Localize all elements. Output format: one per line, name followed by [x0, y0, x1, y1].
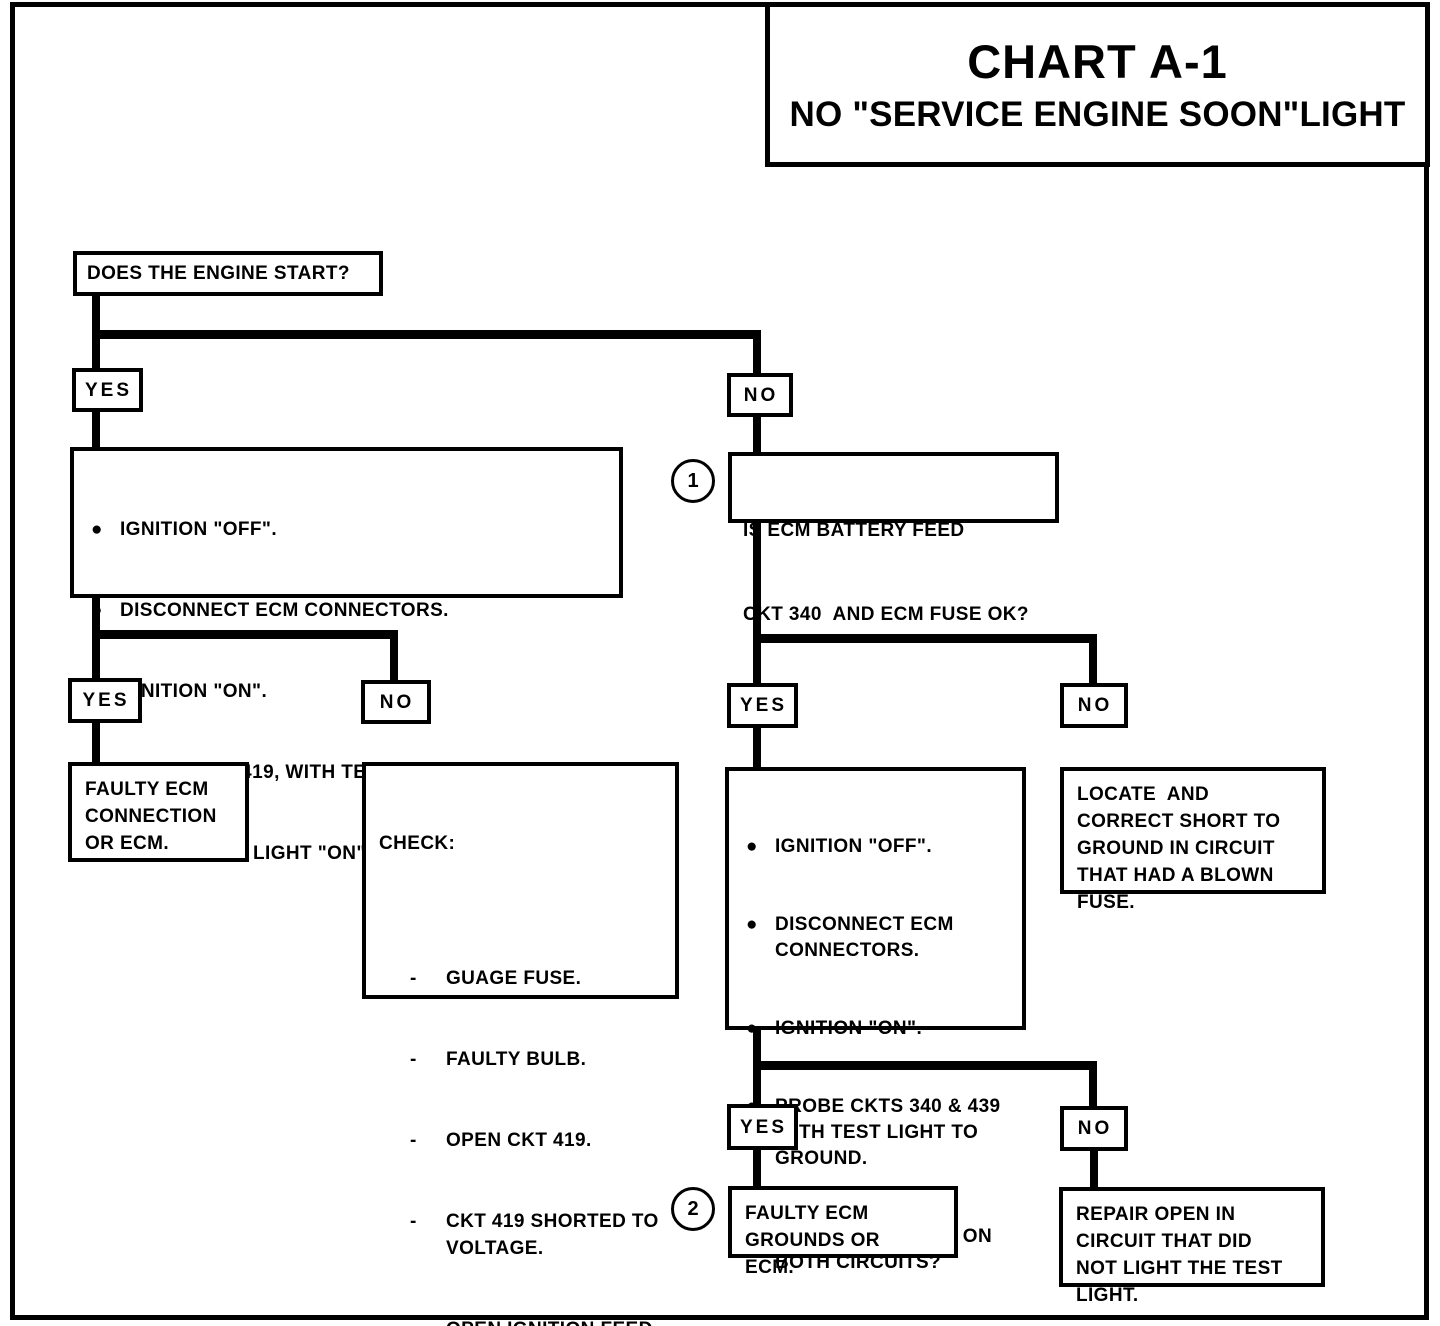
node-faulty-ecm-grounds: FAULTY ECM GROUNDS OR ECM. [728, 1186, 958, 1278]
connector [92, 410, 100, 450]
instruction-line: ● PROBE CKTS 340 & 439 WITH TEST LIGHT T… [729, 1094, 1014, 1172]
check-list-items: - GUAGE FUSE. - FAULTY BULB. - OPEN CKT … [366, 911, 675, 1326]
node-locate-correct-short: LOCATE AND CORRECT SHORT TO GROUND IN CI… [1060, 767, 1326, 913]
connector [753, 1147, 761, 1188]
connector [753, 634, 1097, 643]
chart-subtitle: NO "SERVICE ENGINE SOON"LIGHT [789, 95, 1406, 134]
connector [92, 330, 761, 339]
connector [753, 415, 761, 454]
connector [1089, 642, 1097, 685]
dash-icon: - [410, 1130, 417, 1151]
check-item: - FAULTY BULB. [366, 1046, 675, 1073]
page-border [10, 2, 1429, 1320]
instruction-line: ● IGNITION "ON". [74, 678, 611, 705]
connector [753, 339, 761, 375]
label-no-1: NO [727, 373, 793, 417]
check-item: - GUAGE FUSE. [366, 965, 675, 992]
node-faulty-ecm-connection: FAULTY ECM CONNECTION OR ECM. [68, 762, 249, 862]
node-check-list: CHECK: - GUAGE FUSE. - FAULTY BULB. - OP… [362, 762, 679, 1326]
node-ecm-battery-question: IS ECM BATTERY FEED CKT 340 AND ECM FUSE… [728, 452, 1059, 625]
question-line: IS ECM BATTERY FEED [743, 520, 965, 541]
connector [1090, 1149, 1098, 1188]
label-no-4: NO [1060, 1106, 1128, 1151]
connector [753, 726, 761, 769]
connector [753, 521, 761, 685]
connector [92, 720, 100, 764]
dash-icon: - [366, 1316, 446, 1326]
instruction-line: ● IGNITION "ON". [729, 1016, 1014, 1042]
label-no-2: NO [361, 680, 431, 724]
chart-title-box: CHART A-1 NO "SERVICE ENGINE SOON"LIGHT [765, 2, 1430, 167]
bullet-icon: ● [91, 519, 103, 540]
connector [753, 1061, 1097, 1070]
check-item: - OPEN CKT 419. [366, 1127, 675, 1154]
connector [1089, 1069, 1097, 1108]
instruction-line: ● DISCONNECT ECM CONNECTORS. [74, 597, 611, 624]
label-no-3: NO [1060, 683, 1128, 728]
label-yes-1: YES [72, 368, 143, 412]
instruction-line: ● IGNITION "OFF". [74, 516, 611, 543]
node-left-instructions: ● IGNITION "OFF". ● DISCONNECT ECM CONNE… [70, 447, 623, 864]
connector [92, 630, 398, 639]
check-item: - CKT 419 SHORTED TO VOLTAGE. [366, 1208, 675, 1262]
instruction-line: ● DISCONNECT ECM CONNECTORS. [729, 912, 1014, 964]
instruction-line: ● IGNITION "OFF". [729, 834, 1014, 860]
chart-title: CHART A-1 [967, 35, 1228, 88]
dash-icon: - [410, 1211, 417, 1232]
bullet-icon: ● [91, 600, 103, 621]
reference-circle-1: 1 [671, 459, 715, 503]
bullet-icon: ● [746, 836, 758, 857]
node-start-question: DOES THE ENGINE START? [73, 251, 383, 296]
check-item: - OPEN IGNITION FEED TO BULB. [366, 1316, 675, 1326]
reference-circle-2: 2 [671, 1187, 715, 1231]
check-list-title: CHECK: [379, 833, 456, 854]
node-start-question-text: DOES THE ENGINE START? [87, 263, 350, 284]
label-yes-2: YES [68, 678, 142, 723]
connector [390, 639, 398, 682]
node-right-instructions: ● IGNITION "OFF". ● DISCONNECT ECM CONNE… [725, 767, 1026, 1273]
question-line: CKT 340 AND ECM FUSE OK? [743, 604, 1029, 625]
node-repair-open-circuit: REPAIR OPEN IN CIRCUIT THAT DID NOT LIGH… [1059, 1187, 1325, 1306]
dash-icon: - [410, 1049, 417, 1070]
dash-icon: - [410, 968, 417, 989]
label-yes-3: YES [727, 683, 798, 728]
bullet-icon: ● [746, 914, 758, 935]
label-yes-4: YES [727, 1104, 798, 1150]
bullet-icon: ● [746, 1018, 758, 1039]
